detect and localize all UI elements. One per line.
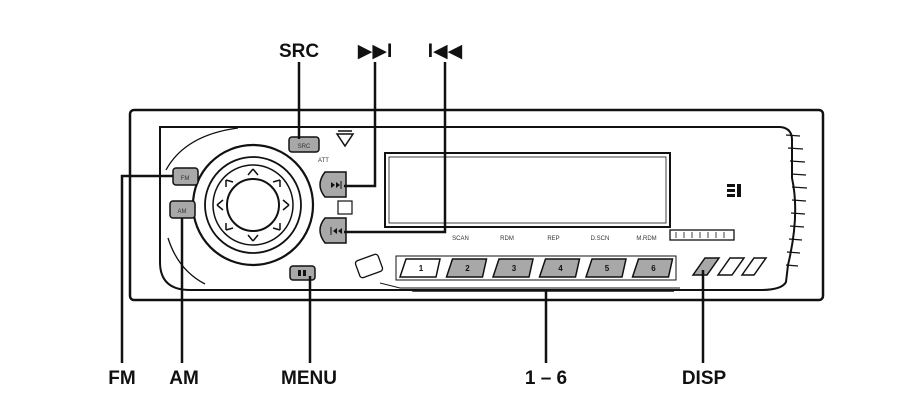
leader-presets-bracket [412,289,674,292]
leader-next [344,62,377,188]
preset-button-label: 2 [465,264,470,273]
leader-fm [120,174,173,363]
callout-fm: FM [108,368,135,389]
right-button-b[interactable] [740,257,768,276]
preset-button-label: 4 [558,264,563,273]
preset-button-2[interactable]: 2 [445,258,488,278]
preset-shadow-line [379,282,680,289]
aux-button[interactable] [354,253,384,279]
seek-divider-key [337,200,353,215]
preset-button-5[interactable]: 5 [584,258,627,278]
preset-button-label: 5 [605,264,610,273]
preset-button-3[interactable]: 3 [491,258,534,278]
function-label-scan: SCAN [452,236,469,242]
src-button[interactable]: SRC [288,136,320,153]
src-button-label: SRC [298,144,311,150]
fm-button[interactable]: FM [172,167,199,186]
callout-disp: DISP [682,368,727,389]
preset-button-label: 6 [651,264,656,273]
volume-knob[interactable] [191,143,315,267]
display-inner [388,156,667,224]
panel-arc [165,127,239,171]
faceplate-ridges [785,134,808,267]
function-label-dscn: D.SCN [591,236,610,242]
callout-next: ▶▶I [358,41,393,62]
preset-button-row: 1 2 3 4 5 6 [398,258,674,278]
preset-button-4[interactable]: 4 [538,258,581,278]
preset-button-label: 1 [419,264,424,273]
callout-am: AM [169,368,199,389]
seek-next-button[interactable] [319,171,347,198]
am-button[interactable]: AM [169,200,196,219]
leader-prev [344,62,447,234]
att-label: ATT [318,158,329,164]
eject-icon[interactable] [335,130,355,148]
right-button-a[interactable] [716,257,746,276]
callout-prev: I◀◀ [428,41,463,62]
function-label-mrdm: M.RDM [636,236,656,242]
am-button-label: AM [178,209,187,215]
function-label-rep: REP [547,236,559,242]
function-label-rdm: RDM [500,236,514,242]
preset-button-1[interactable]: 1 [398,258,441,278]
leader-lines [120,62,705,363]
preset-button-label: 3 [512,264,517,273]
callout-menu: MENU [281,368,337,389]
preset-tray [395,255,677,281]
outer-chassis [128,108,825,302]
seek-prev-button[interactable] [319,217,347,244]
callout-presets: 1 – 6 [525,368,567,389]
display-window [384,152,671,228]
function-label-row: SCAN RDM REP D.SCN M.RDM [452,236,657,242]
brand-plate [669,229,735,241]
compact-disc-logo [727,184,741,197]
brand-plate-pattern [675,232,725,238]
preset-button-6[interactable]: 6 [631,258,674,278]
callout-src: SRC [279,41,319,62]
fm-button-label: FM [181,176,190,182]
